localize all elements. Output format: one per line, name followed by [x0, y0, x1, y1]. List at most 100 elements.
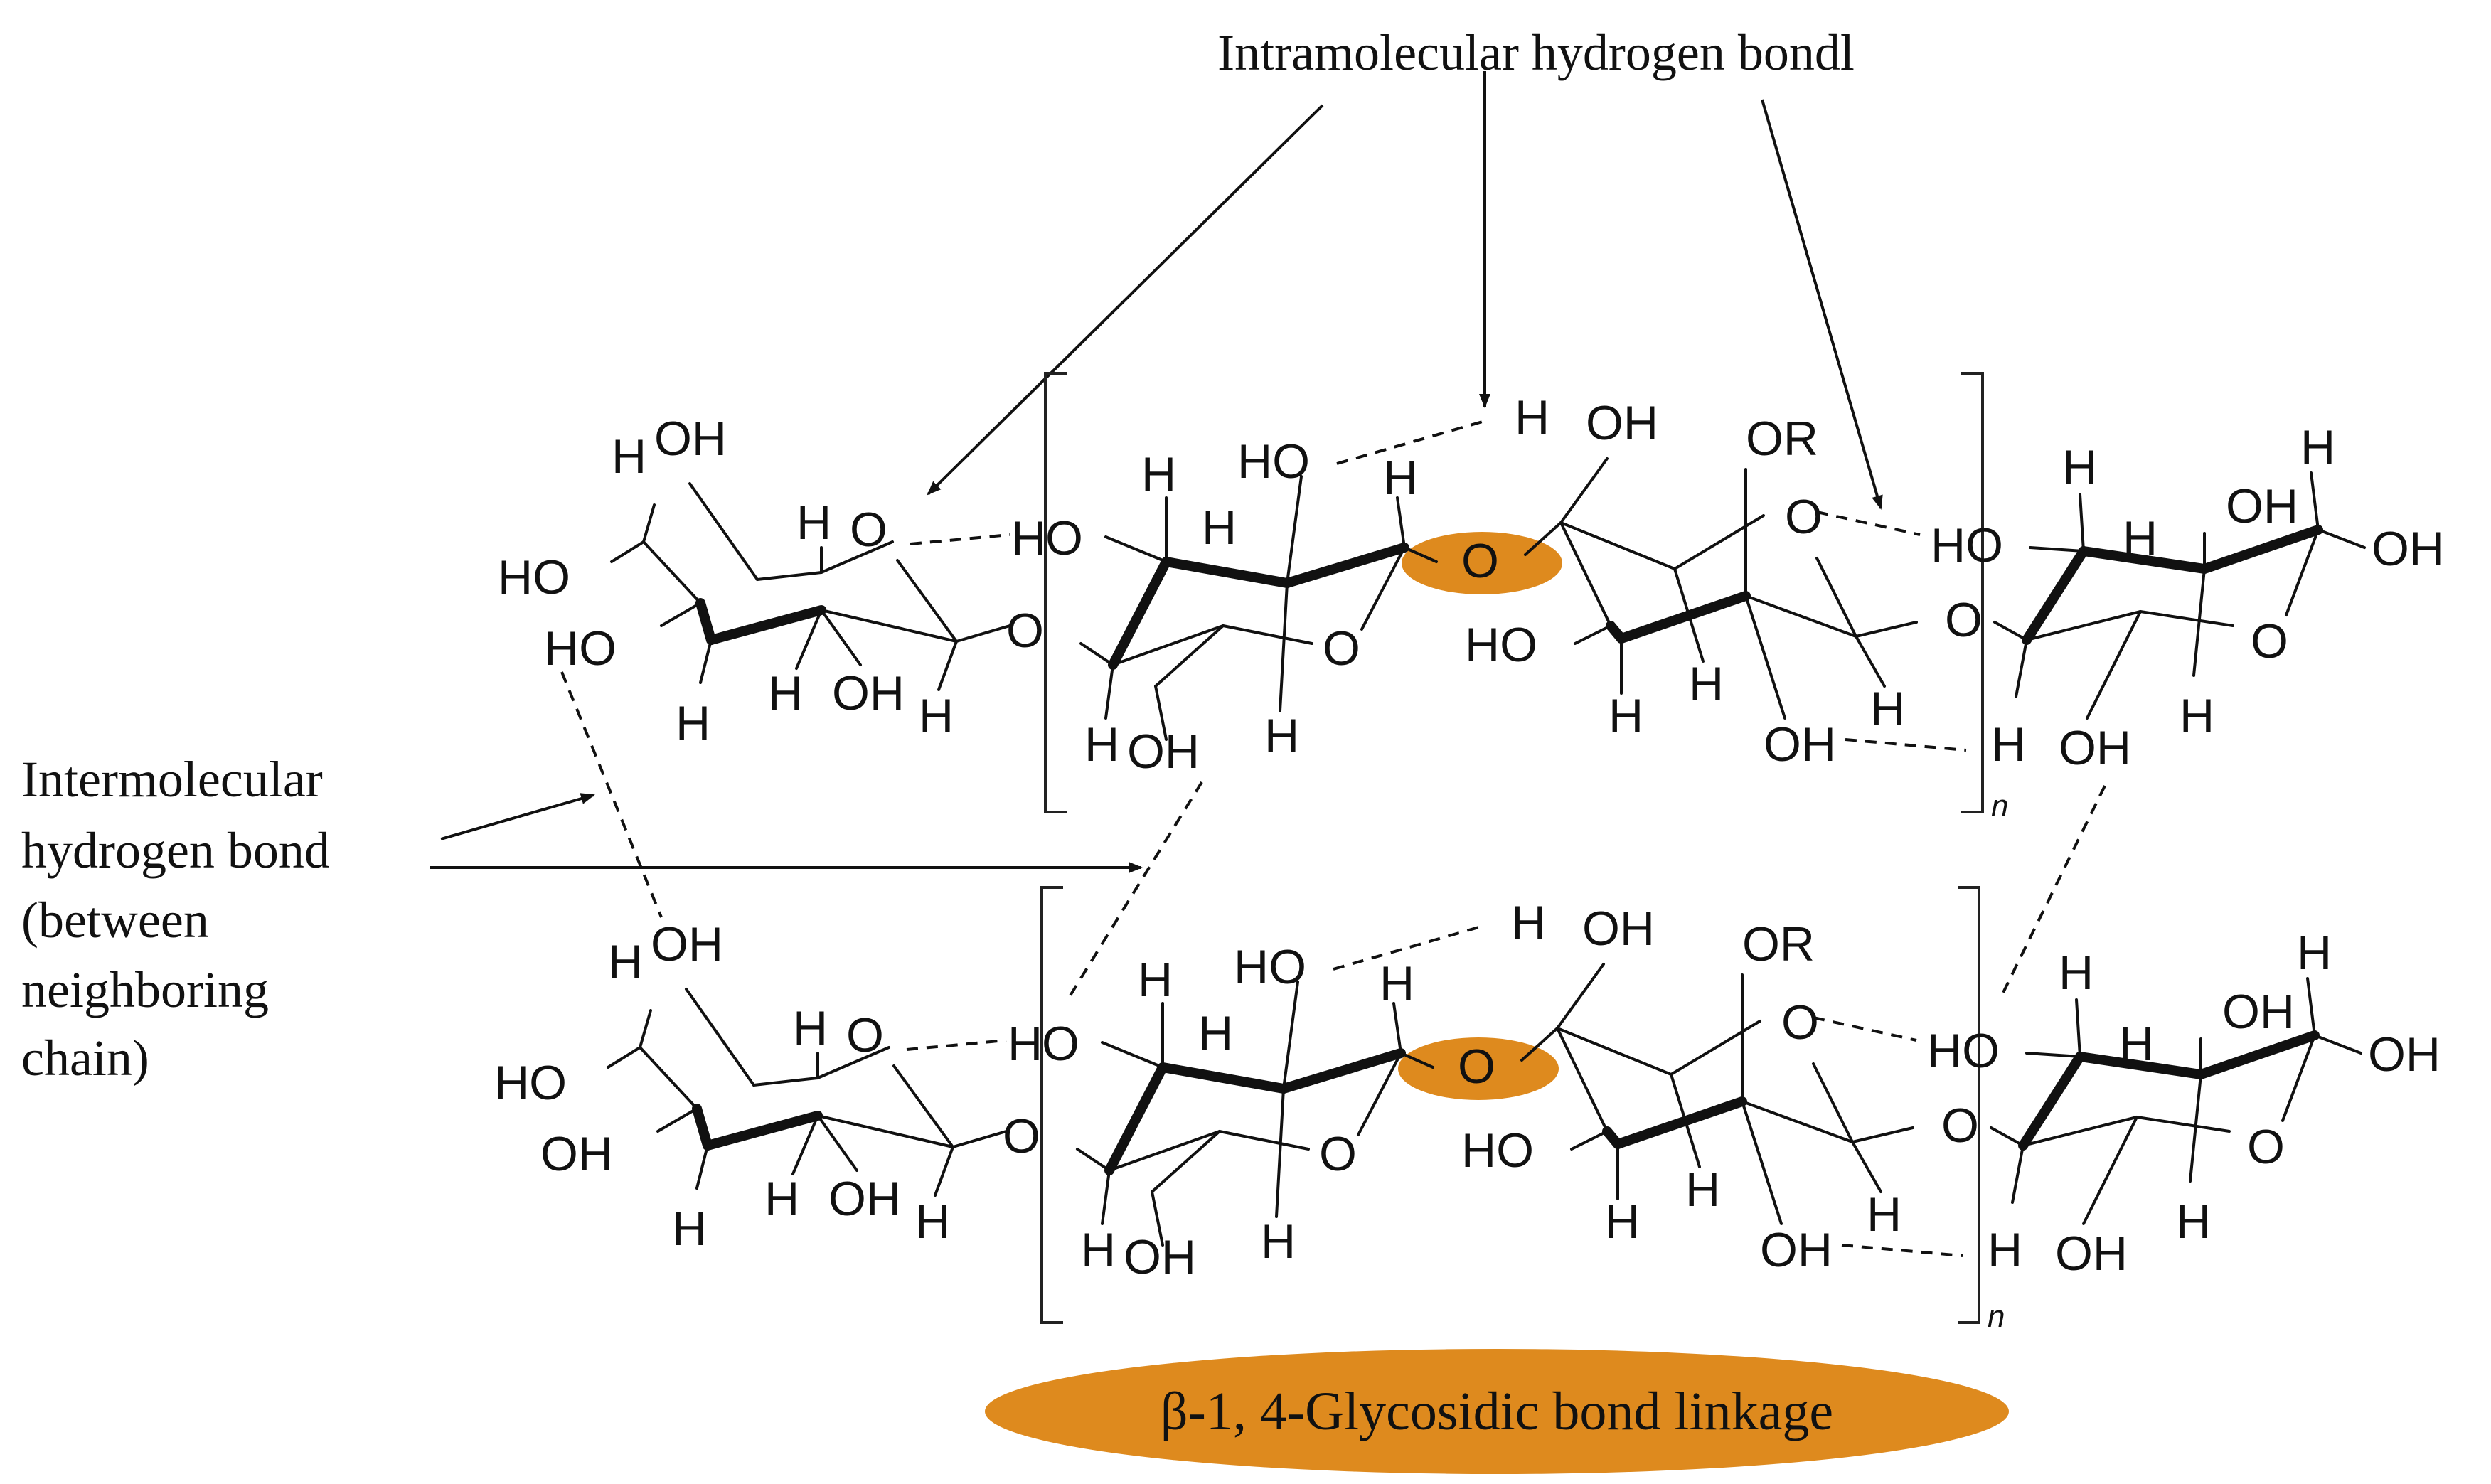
- atom-o: O: [1045, 511, 1083, 565]
- atom-o: O: [1319, 1127, 1357, 1181]
- atom-h: H: [1011, 511, 1046, 565]
- atom-h: H: [1870, 682, 1905, 736]
- atom-labels-top: H OH HO HO H O H H OH H O H O H H HO H O…: [498, 390, 2444, 779]
- atom-h: H: [1867, 1187, 1901, 1242]
- atom-o: O: [1003, 1109, 1040, 1163]
- atom-h: H: [1264, 709, 1299, 763]
- atom-h: H: [1383, 451, 1418, 505]
- intermolecular-hbond-1: [560, 671, 663, 918]
- atom-oh: OH: [1127, 725, 1200, 779]
- atom-or: OR: [1746, 412, 1818, 466]
- atom-or: OR: [1742, 917, 1815, 971]
- atom-o: O: [1323, 621, 1360, 676]
- glucose-ring-2: [1079, 475, 1438, 741]
- repeat-subscript-n: n: [1991, 789, 2008, 823]
- intramolecular-hbond-4: [1845, 738, 1967, 752]
- repeat-bracket-left: [1044, 372, 1067, 813]
- atom-h: H: [2059, 946, 2093, 1000]
- repeat-bracket-right: [1961, 372, 1984, 813]
- glucose-ring-4: [1990, 977, 2362, 1225]
- atom-h: H: [1685, 1163, 1720, 1217]
- atom-h: H: [2062, 440, 2097, 494]
- atom-h: H: [1605, 1195, 1640, 1249]
- atom-h: H: [608, 935, 643, 989]
- atom-h: H: [2180, 689, 2214, 743]
- glycosidic-badge-label: β-1, 4-Glycosidic bond linkage: [1161, 1382, 1833, 1441]
- atom-h: H: [2300, 420, 2335, 474]
- atom-oh: OH: [1586, 396, 1658, 450]
- atom-h: H: [612, 429, 646, 484]
- atom-h: H: [1202, 501, 1237, 555]
- glucose-ring-4: [1993, 471, 2366, 720]
- atom-h: H: [919, 689, 954, 743]
- intermolecular-line-2: hydrogen bond: [21, 822, 330, 879]
- atom-oh: OH: [654, 412, 727, 466]
- atom-o: O: [846, 1008, 884, 1062]
- intramolecular-hbond-2: [1336, 418, 1490, 465]
- atom-h: H: [1261, 1215, 1296, 1269]
- intramolecular-arrow-right: [1761, 99, 1883, 510]
- atom-h: H: [764, 1172, 799, 1226]
- atom-h: H: [2123, 511, 2157, 565]
- intramolecular-hbond-4: [1841, 1244, 1963, 1257]
- intermolecular-label: Intermolecular hydrogen bond (between ne…: [21, 751, 330, 1087]
- repeat-subscript-n: n: [1988, 1299, 2005, 1334]
- atom-ho: HO: [498, 550, 570, 604]
- glycosidic-oxygen-highlight: [1402, 532, 1562, 594]
- intermolecular-arrow-upper: [440, 793, 595, 840]
- atom-h: H: [1081, 1223, 1116, 1277]
- atom-h: H: [2119, 1017, 2154, 1071]
- cellulose-chain-top: n: [498, 372, 2444, 823]
- atom-o: O: [2251, 614, 2288, 668]
- atom-h: H: [676, 696, 710, 750]
- atom-h: H: [2297, 926, 2332, 980]
- atom-h: H: [1689, 657, 1724, 711]
- atom-oh: OH: [1760, 1223, 1833, 1277]
- atom-oh: OH: [2059, 721, 2131, 775]
- intramolecular-hbond-3: [1813, 1016, 1917, 1042]
- atom-h: H: [1515, 390, 1549, 444]
- atom-ho: HO: [1237, 434, 1310, 489]
- atom-h: H: [1380, 956, 1414, 1010]
- glycosidic-oxygen: O: [1461, 534, 1499, 588]
- atom-o: O: [1042, 1017, 1079, 1071]
- glycosidic-oxygen: O: [1458, 1040, 1495, 1094]
- intermolecular-hbond-2: [1069, 781, 1203, 997]
- atom-ho: HO: [1234, 940, 1306, 994]
- intermolecular-line-1: Intermolecular: [21, 751, 323, 808]
- intramolecular-arrow-left: [927, 104, 1324, 496]
- repeat-bracket-right: [1958, 886, 1980, 1324]
- atom-oh: OH: [2368, 1027, 2441, 1082]
- atom-ho: HO: [544, 621, 617, 676]
- atom-h: H: [1988, 1223, 2022, 1277]
- atom-oh: OH: [1582, 902, 1655, 956]
- intramolecular-hbond-1: [910, 533, 1010, 545]
- atom-o: O: [850, 503, 887, 557]
- atom-oh: OH: [2372, 522, 2444, 576]
- atom-h: H: [1084, 717, 1119, 772]
- atom-h: H: [915, 1195, 950, 1249]
- atom-o: O: [1941, 1099, 1979, 1153]
- atom-oh: OH: [832, 666, 905, 720]
- atom-o: O: [1945, 593, 1983, 647]
- cellulose-chain-bottom: n: [494, 886, 2441, 1334]
- atom-o: O: [2247, 1120, 2285, 1174]
- atom-h: H: [796, 496, 831, 550]
- atom-oh: OH: [1764, 717, 1836, 772]
- atom-oh: OH: [2055, 1227, 2128, 1281]
- repeat-bracket-left: [1040, 886, 1063, 1324]
- atom-oh: OH: [540, 1127, 613, 1181]
- atom-ho: HO: [494, 1056, 567, 1110]
- glucose-ring-3: [1520, 963, 1914, 1225]
- atom-h: H: [1609, 689, 1643, 743]
- atom-h: H: [1198, 1006, 1233, 1060]
- glucose-ring-1: [610, 482, 1011, 691]
- atom-ho: HO: [1461, 1123, 1534, 1178]
- atom-ho: HO: [1927, 1024, 2000, 1078]
- atom-h: H: [768, 666, 803, 720]
- atom-oh: OH: [651, 917, 723, 971]
- intermolecular-line-3: (between: [21, 892, 209, 949]
- atom-h: H: [1511, 896, 1546, 950]
- atom-oh: OH: [2222, 985, 2295, 1039]
